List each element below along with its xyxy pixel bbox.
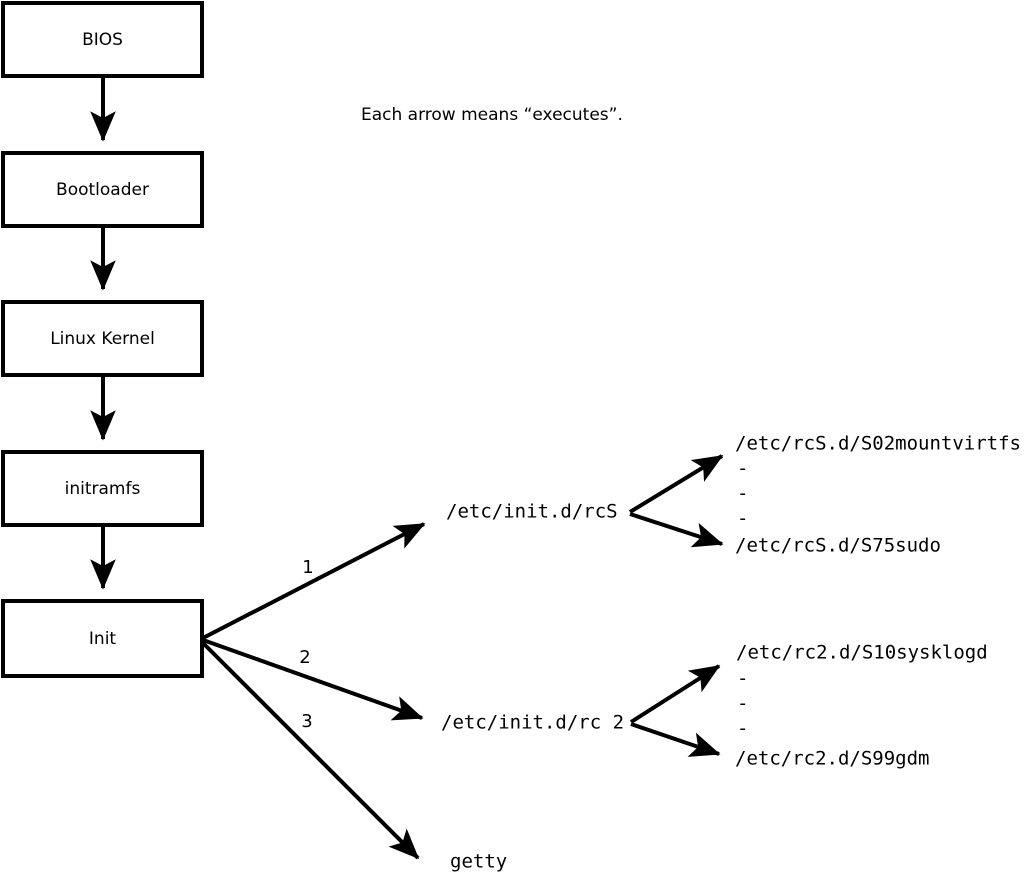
- edge-number-2: 2: [299, 647, 310, 668]
- arrow-rcs-to-last-script: [629, 512, 724, 548]
- node-bootloader[interactable]: Bootloader: [1, 151, 204, 228]
- node-bios-label: BIOS: [82, 30, 123, 50]
- rc2-script-first-label: /etc/rc2.d/S10sysklogd: [736, 642, 988, 664]
- rcs-ellipsis-1: -: [737, 458, 748, 480]
- arrow-rc2-to-first-script: [629, 664, 721, 724]
- node-getty-label: getty: [450, 851, 507, 873]
- node-initramfs[interactable]: initramfs: [1, 450, 204, 527]
- node-linux-kernel[interactable]: Linux Kernel: [1, 300, 204, 377]
- arrow-init-to-getty: [201, 641, 420, 860]
- rcs-ellipsis-2: -: [737, 483, 748, 505]
- node-initramfs-rect: [1, 450, 204, 527]
- node-linux-kernel-label: Linux Kernel: [50, 329, 155, 349]
- arrow-rcs-to-first-script: [628, 454, 724, 514]
- rcs-script-last-label: /etc/rcS.d/S75sudo: [735, 535, 941, 557]
- node-init[interactable]: Init: [1, 599, 204, 678]
- node-init-rect: [1, 599, 204, 678]
- node-init-d-rcs-label: /etc/init.d/rcS: [446, 501, 618, 523]
- node-init-d-rc2-label: /etc/init.d/rc 2: [441, 712, 624, 734]
- rcs-script-first-label: /etc/rcS.d/S02mountvirtfs: [735, 433, 1021, 455]
- node-bios[interactable]: BIOS: [1, 1, 204, 78]
- rcs-ellipsis-3: -: [737, 508, 748, 530]
- node-init-label: Init: [89, 629, 117, 649]
- edge-number-3: 3: [301, 711, 312, 732]
- rc2-ellipsis-2: -: [737, 693, 748, 715]
- arrow-init-to-rc2: [202, 638, 424, 721]
- node-initramfs-label: initramfs: [65, 479, 141, 499]
- node-bios-rect: [1, 1, 204, 78]
- legend-note: Each arrow means “executes”.: [361, 105, 623, 125]
- edge-number-1: 1: [302, 557, 313, 578]
- arrow-init-to-rcs: [202, 522, 426, 640]
- rc2-ellipsis-1: -: [737, 668, 748, 690]
- rc2-script-last-label: /etc/rc2.d/S99gdm: [735, 748, 929, 770]
- node-bootloader-label: Bootloader: [56, 180, 149, 200]
- arrow-rc2-to-last-script: [630, 722, 721, 757]
- rc2-ellipsis-3: -: [737, 718, 748, 740]
